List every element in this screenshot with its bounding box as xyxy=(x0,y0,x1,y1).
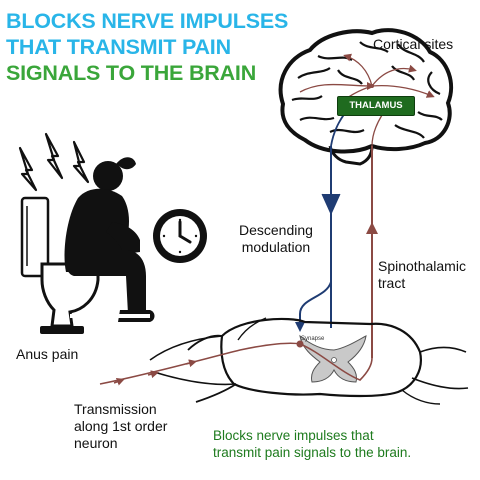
anus-pain-text: Anus pain xyxy=(16,346,79,362)
clock-icon xyxy=(153,209,207,263)
headline-line-2: THAT TRANSMIT PAIN xyxy=(6,35,231,59)
lightning-bolt-icon xyxy=(18,132,90,192)
caption-line-2: transmit pain signals to the brain. xyxy=(213,445,412,460)
headline-line-1: BLOCKS NERVE IMPULSES xyxy=(6,9,289,33)
descending-line-2: modulation xyxy=(241,239,311,255)
thalamus-badge: THALAMUS xyxy=(337,96,415,116)
caption-line-1: Blocks nerve impulses that xyxy=(213,428,374,443)
transmission-line-1: Transmission xyxy=(74,401,157,417)
synapse-label: Synapse xyxy=(301,336,325,342)
spino-line-1: Spinothalamic xyxy=(378,258,466,274)
headline-line-3: SIGNALS TO THE BRAIN xyxy=(6,61,257,85)
spinothalamic-tract-label: Spinothalamic tract xyxy=(378,258,466,292)
spinal-cord-section-icon xyxy=(149,317,469,405)
first-order-neuron xyxy=(99,342,373,385)
headline: BLOCKS NERVE IMPULSES THAT TRANSMIT PAIN… xyxy=(6,8,288,86)
transmission-label: Transmission along 1st order neuron xyxy=(74,401,167,452)
cortical-sites-text: Cortical sites xyxy=(373,36,454,52)
caption: Blocks nerve impulses that transmit pain… xyxy=(213,427,411,461)
transmission-line-2: along 1st order xyxy=(74,418,168,434)
spino-line-2: tract xyxy=(378,275,406,291)
anus-pain-label: Anus pain xyxy=(16,346,78,363)
descending-modulation-label: Descending modulation xyxy=(239,222,313,256)
descending-line-1: Descending xyxy=(239,222,313,238)
transmission-line-3: neuron xyxy=(74,435,118,451)
cortical-sites-label: Cortical sites xyxy=(373,36,453,53)
person-on-toilet-icon xyxy=(20,157,155,334)
